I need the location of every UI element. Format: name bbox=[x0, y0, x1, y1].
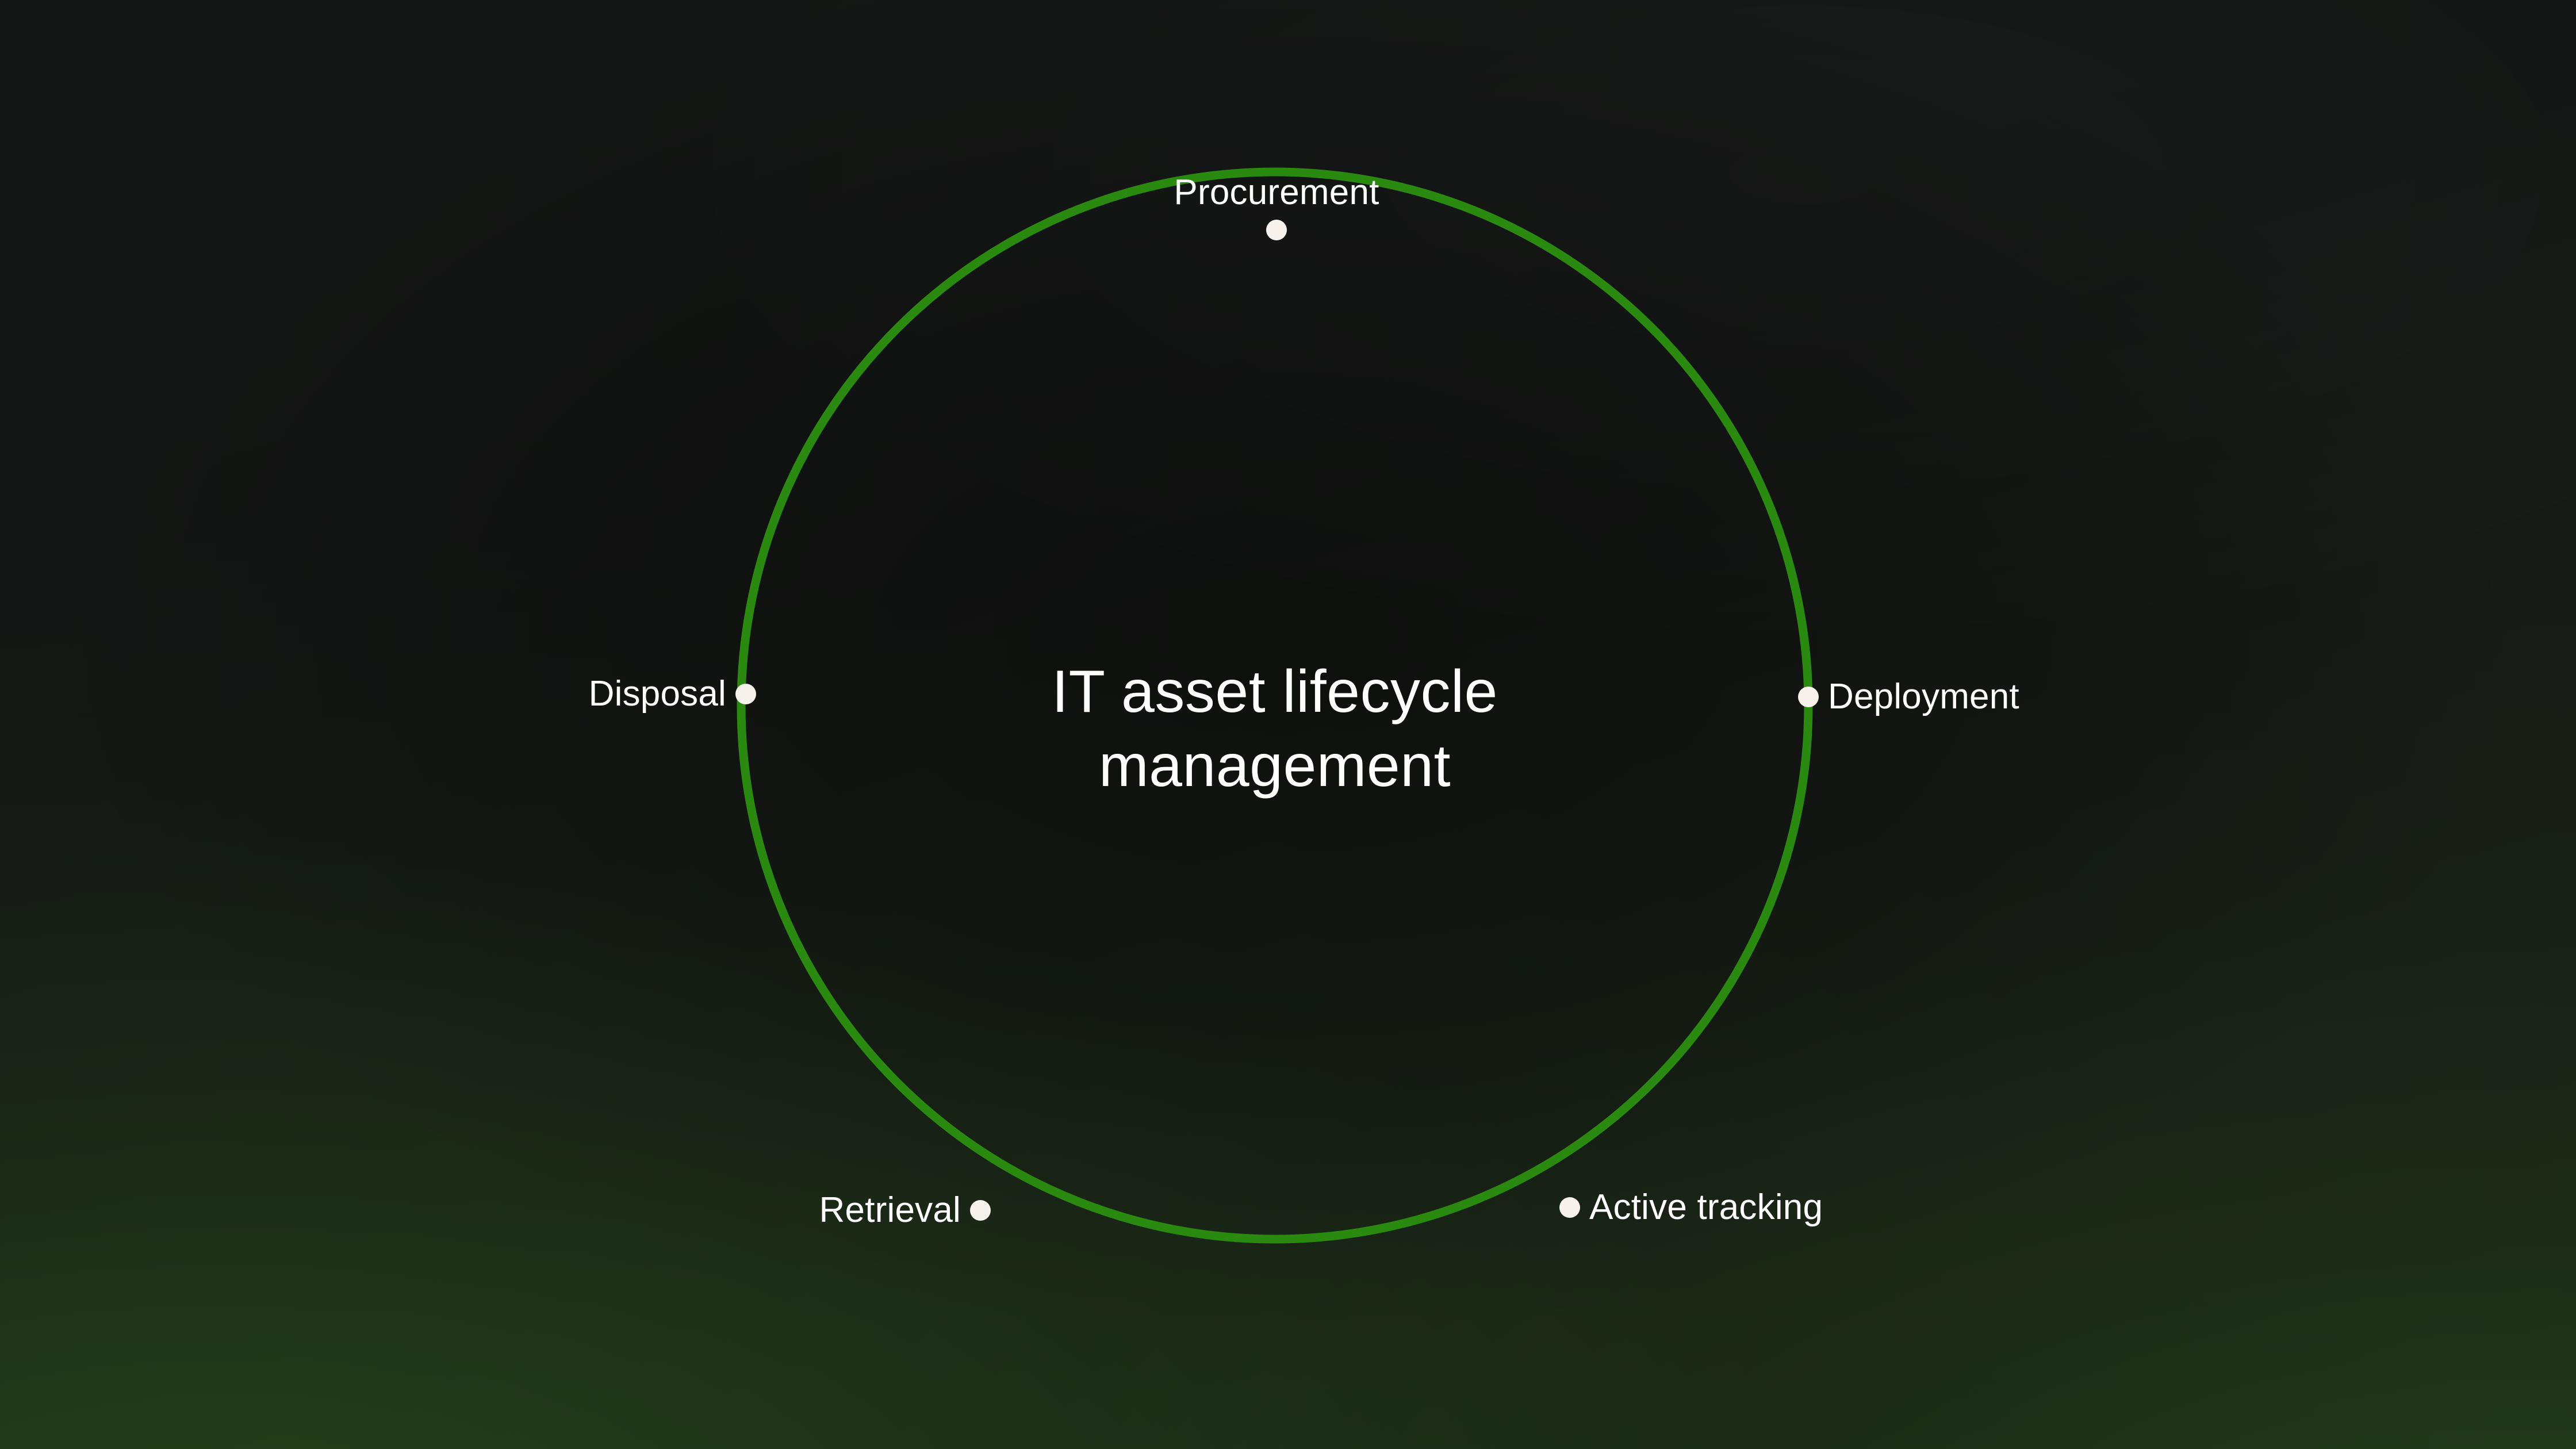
node-dot[interactable] bbox=[1798, 687, 1819, 707]
node-dot[interactable] bbox=[1559, 1197, 1580, 1218]
node-label-deployment[interactable]: Deployment bbox=[1828, 677, 2019, 716]
center-title: IT asset lifecycle management bbox=[844, 655, 1706, 803]
node-dot[interactable] bbox=[970, 1200, 991, 1221]
node-dot[interactable] bbox=[1266, 220, 1287, 240]
center-title-line-2: management bbox=[1098, 733, 1451, 799]
center-title-line-1: IT asset lifecycle bbox=[1052, 658, 1498, 726]
node-label-disposal[interactable]: Disposal bbox=[588, 674, 726, 714]
node-label-procurement[interactable]: Procurement bbox=[1174, 172, 1379, 212]
node-dot-group bbox=[735, 220, 1819, 1221]
node-label-active-tracking[interactable]: Active tracking bbox=[1589, 1187, 1823, 1227]
node-dot[interactable] bbox=[735, 684, 756, 704]
node-label-retrieval[interactable]: Retrieval bbox=[819, 1190, 961, 1230]
